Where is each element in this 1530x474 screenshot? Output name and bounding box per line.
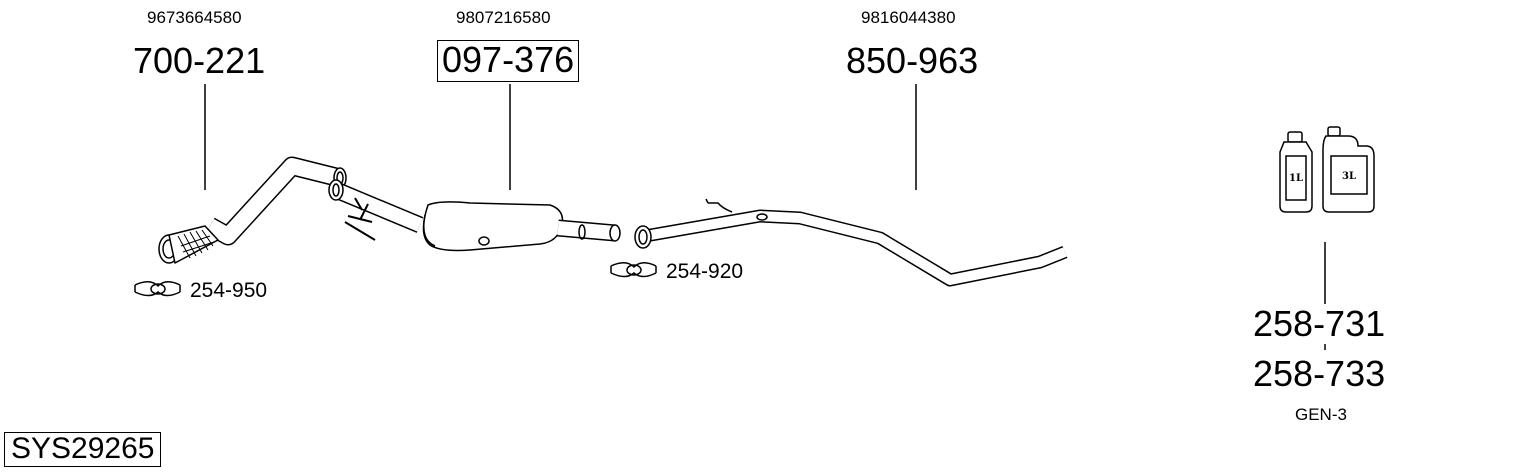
oe-number-850-963: 9816044380 [861,8,956,27]
part-number-097-376[interactable]: 097-376 [437,40,580,82]
clamp-number-254-920[interactable]: 254-920 [666,260,744,283]
canister-label: 3L [1342,171,1356,182]
clamp-icon-254-950 [134,281,181,297]
oe-number-700-221: 9673664580 [147,8,242,27]
fluid-bottle-1l-icon [1279,131,1313,213]
part-number-700-221[interactable]: 700-221 [133,40,266,81]
clamp-icon-254-920 [610,262,657,278]
fluid-number-258-733[interactable]: 258-733 [1253,353,1386,394]
flex-section-icon [158,225,219,264]
rear-pipe-850-963 [634,198,1068,287]
part-number-850-963[interactable]: 850-963 [846,40,979,81]
fluid-canister-3l-icon [1322,126,1375,213]
bottle-small-label: 1L [1289,173,1303,184]
front-pipe-700-221 [158,156,347,264]
fluid-number-258-731[interactable]: 258-731 [1253,303,1386,344]
oe-number-097-376: 9807216580 [456,8,551,27]
dpf-097-376 [328,179,621,252]
system-code: SYS29265 [4,432,162,467]
fluid-note: GEN-3 [1295,405,1347,424]
clamp-number-254-950[interactable]: 254-950 [190,279,268,302]
